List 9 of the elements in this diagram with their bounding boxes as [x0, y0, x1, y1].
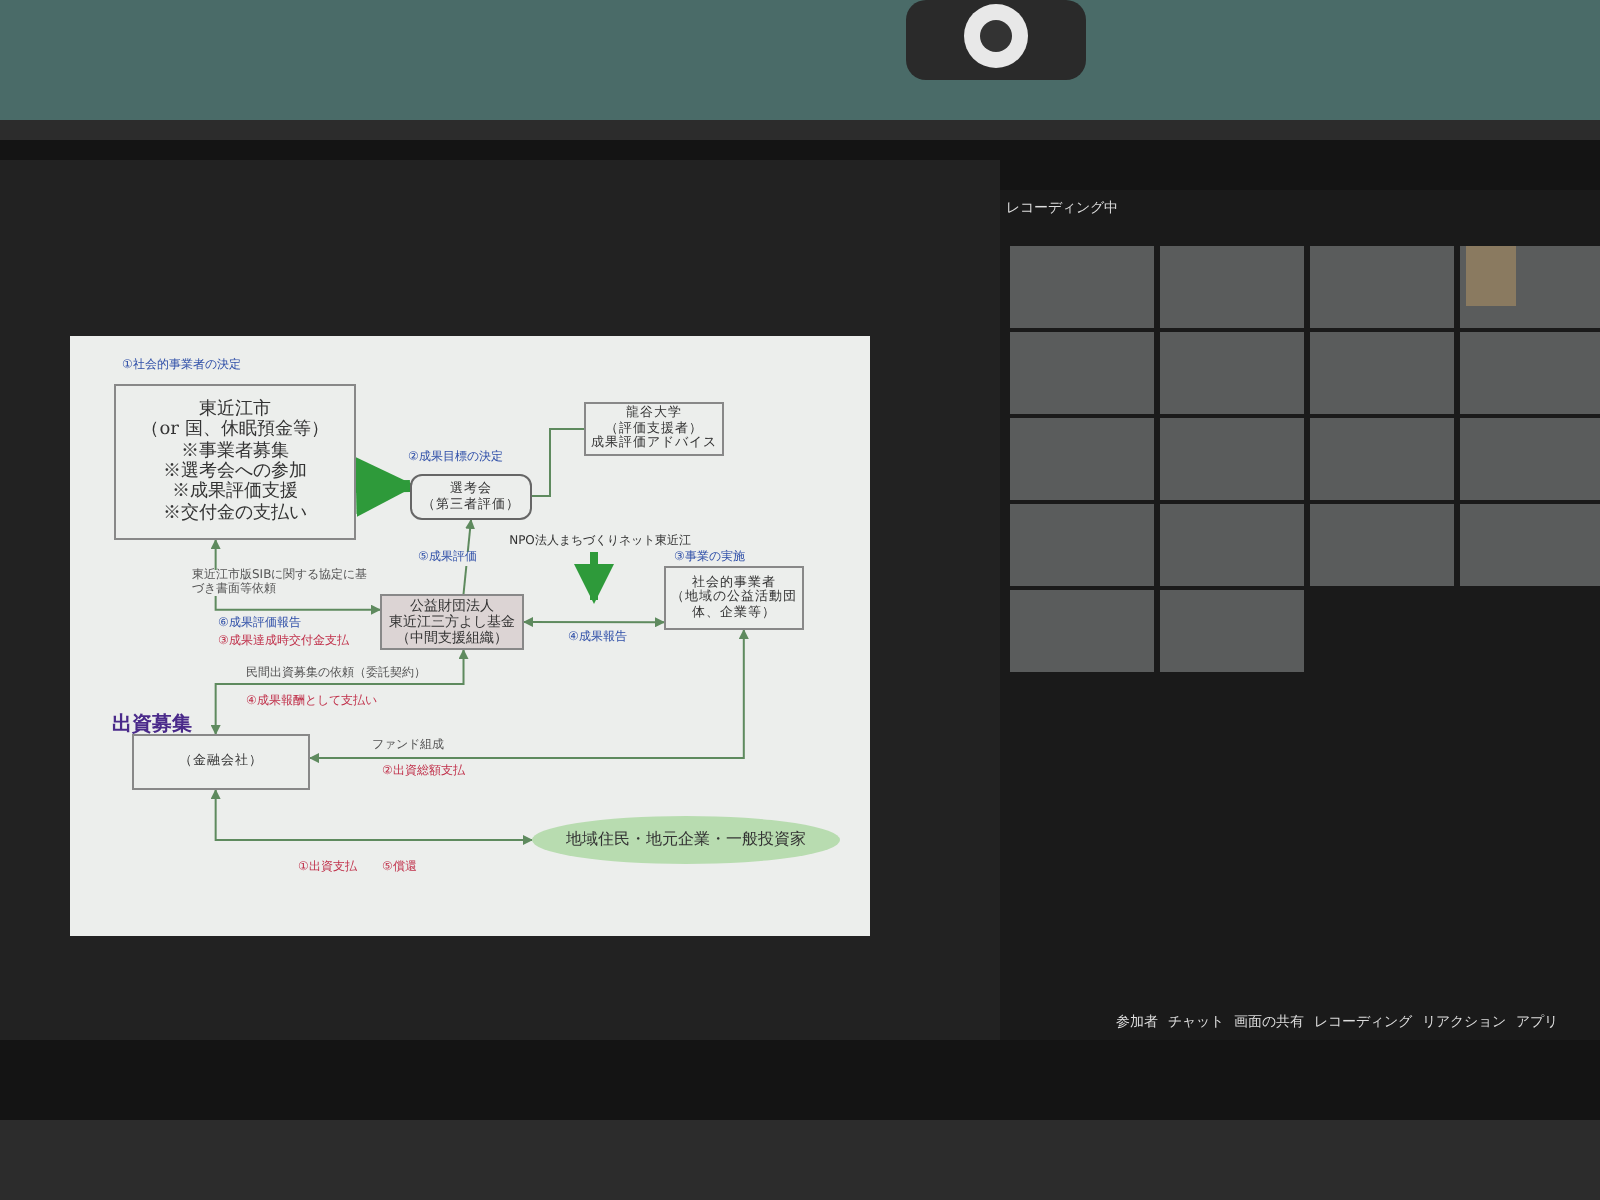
- organization-box: 東近江市 （or 国、休眠預金等） ※事業者募集 ※選考会への参加 ※成果評価支援 ※交付金の支払い: [114, 384, 356, 540]
- arrow: [210, 789, 533, 845]
- arrow: [355, 456, 416, 517]
- arrow: [210, 539, 381, 615]
- arrow: [210, 649, 469, 735]
- arrow: [523, 617, 665, 628]
- arrow: [309, 629, 749, 764]
- arrow: [574, 552, 614, 604]
- node-caption: 出資募集: [110, 714, 194, 736]
